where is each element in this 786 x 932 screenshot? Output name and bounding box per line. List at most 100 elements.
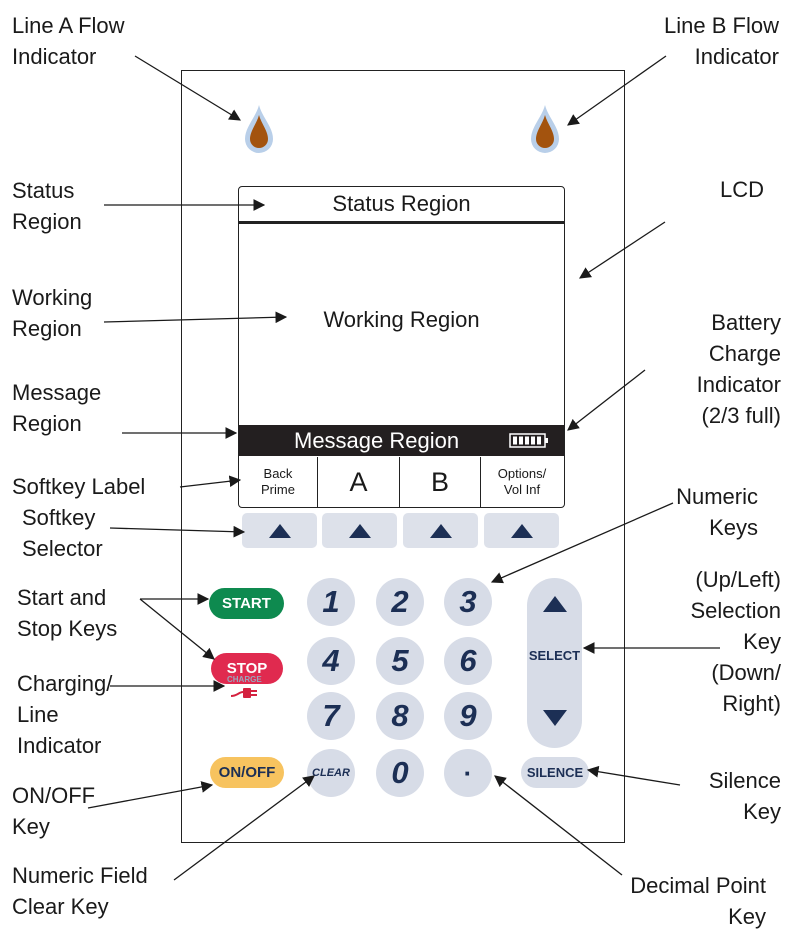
working-region: Working Region bbox=[323, 307, 480, 332]
digit-key-9[interactable]: 9 bbox=[444, 692, 492, 740]
label-lcd: LCD bbox=[720, 174, 764, 205]
label-line: Line bbox=[17, 702, 59, 727]
stop-key[interactable]: STOP bbox=[211, 653, 283, 684]
digit-key-3[interactable]: 3 bbox=[444, 578, 492, 626]
softkey-label-line: Prime bbox=[261, 482, 295, 497]
label-silence-key: Silence Key bbox=[709, 765, 781, 827]
label-start-stop-keys: Start and Stop Keys bbox=[17, 582, 117, 644]
label-line: Region bbox=[12, 316, 82, 341]
label-line: Indicator bbox=[694, 44, 779, 69]
message-region: Message Region bbox=[239, 425, 564, 456]
label-line: Key bbox=[12, 814, 50, 839]
label-line-a-flow-indicator: Line A Flow Indicator bbox=[12, 10, 125, 72]
label-line: Softkey Label bbox=[12, 474, 146, 499]
label-numeric-field-clear-key: Numeric Field Clear Key bbox=[12, 860, 148, 922]
softkey-label-line: Options/ bbox=[497, 466, 547, 481]
decimal-point-key[interactable]: · bbox=[444, 749, 492, 797]
up-arrow-icon bbox=[430, 524, 452, 538]
label-line: Region bbox=[12, 209, 82, 234]
softkey-selector-1[interactable] bbox=[242, 513, 317, 548]
label-line: Working bbox=[12, 285, 93, 310]
label-line: Key bbox=[743, 629, 781, 654]
label-line: ON/OFF bbox=[12, 783, 96, 808]
softkey-label-line: A bbox=[349, 466, 368, 497]
selection-key[interactable]: SELECT bbox=[527, 578, 582, 748]
label-line: Selector bbox=[22, 536, 103, 561]
label-line: (2/3 full) bbox=[701, 403, 781, 428]
label-numeric-keys: Numeric Keys bbox=[676, 481, 758, 543]
line-b-flow-drop-icon bbox=[531, 105, 559, 153]
digit-key-8[interactable]: 8 bbox=[376, 692, 424, 740]
down-arrow-icon bbox=[543, 710, 567, 726]
label-line: Battery bbox=[711, 310, 781, 335]
label-line: (Down/ bbox=[711, 660, 781, 685]
softkey-selector-2[interactable] bbox=[322, 513, 397, 548]
arrow-silence bbox=[586, 765, 681, 786]
softkey-label-line: B bbox=[430, 466, 449, 497]
status-region: Status Region bbox=[239, 187, 564, 224]
label-line: Key bbox=[728, 904, 766, 929]
lcd-screen: Status Region Working Region Message Reg… bbox=[238, 186, 565, 508]
label-line-b-flow-indicator: Line B Flow Indicator bbox=[664, 10, 779, 72]
up-arrow-icon bbox=[543, 596, 567, 612]
softkey-label-a: A bbox=[318, 457, 400, 507]
arrow-line-b bbox=[567, 55, 667, 126]
digit-key-6[interactable]: 6 bbox=[444, 637, 492, 685]
digit-key-1[interactable]: 1 bbox=[307, 578, 355, 626]
digit-key-0[interactable]: 0 bbox=[376, 749, 424, 797]
clear-key[interactable]: CLEAR bbox=[307, 749, 355, 797]
start-key[interactable]: START bbox=[209, 588, 284, 619]
label-line: Right) bbox=[722, 691, 781, 716]
label-line: Message bbox=[12, 380, 102, 405]
label-line: Clear Key bbox=[12, 894, 109, 919]
arrow-stop bbox=[139, 598, 215, 660]
arrow-softkey-label bbox=[179, 475, 242, 488]
arrow-clear bbox=[173, 775, 315, 881]
plug-icon bbox=[231, 688, 257, 698]
softkey-label-b: B bbox=[400, 457, 481, 507]
label-battery-charge-indicator: Battery Charge Indicator (2/3 full) bbox=[697, 307, 781, 431]
label-working-region: Working Region bbox=[12, 282, 92, 344]
softkey-selector-3[interactable] bbox=[403, 513, 478, 548]
softkey-selector-4[interactable] bbox=[484, 513, 559, 548]
label-line: (Up/Left) bbox=[695, 567, 781, 592]
battery-icon bbox=[509, 433, 548, 448]
label-line: Softkey bbox=[22, 505, 96, 530]
arrow-line-a bbox=[134, 55, 241, 121]
softkey-label-options-vol-inf: Options/Vol Inf bbox=[481, 457, 563, 507]
label-line: Charging/ bbox=[17, 671, 113, 696]
label-line: Numeric Field bbox=[12, 863, 148, 888]
label-line: Indicator bbox=[17, 733, 102, 758]
digit-key-7[interactable]: 7 bbox=[307, 692, 355, 740]
select-text: SELECT bbox=[528, 648, 581, 663]
silence-key[interactable]: SILENCE bbox=[521, 757, 589, 788]
line-a-flow-drop-icon bbox=[245, 105, 273, 153]
label-softkey-label: Softkey Label bbox=[12, 471, 145, 502]
label-line: Stop Keys bbox=[17, 616, 118, 641]
label-line: Start and bbox=[17, 585, 107, 610]
label-decimal-point-key: Decimal Point Key bbox=[630, 870, 766, 932]
label-selection-key: (Up/Left) Selection Key (Down/ Right) bbox=[690, 564, 781, 719]
up-arrow-icon bbox=[511, 524, 533, 538]
label-line: Line B Flow bbox=[664, 13, 779, 38]
label-message-region: Message Region bbox=[12, 377, 101, 439]
label-softkey-selector: Softkey Selector bbox=[22, 502, 103, 564]
arrow-lcd bbox=[579, 221, 666, 279]
up-arrow-icon bbox=[269, 524, 291, 538]
digit-key-2[interactable]: 2 bbox=[376, 578, 424, 626]
on-off-key[interactable]: ON/OFF bbox=[210, 757, 284, 788]
digit-key-5[interactable]: 5 bbox=[376, 637, 424, 685]
digit-key-4[interactable]: 4 bbox=[307, 637, 355, 685]
up-arrow-icon bbox=[349, 524, 371, 538]
label-line: Status bbox=[12, 178, 75, 203]
label-line: Charge bbox=[708, 341, 781, 366]
charge-text: CHARGE bbox=[227, 675, 262, 684]
arrow-decimal bbox=[494, 775, 623, 876]
label-line: Decimal Point bbox=[630, 873, 766, 898]
softkey-label-line: Vol Inf bbox=[503, 482, 541, 497]
softkey-label-line: Back bbox=[263, 466, 293, 481]
label-line: Key bbox=[743, 799, 781, 824]
